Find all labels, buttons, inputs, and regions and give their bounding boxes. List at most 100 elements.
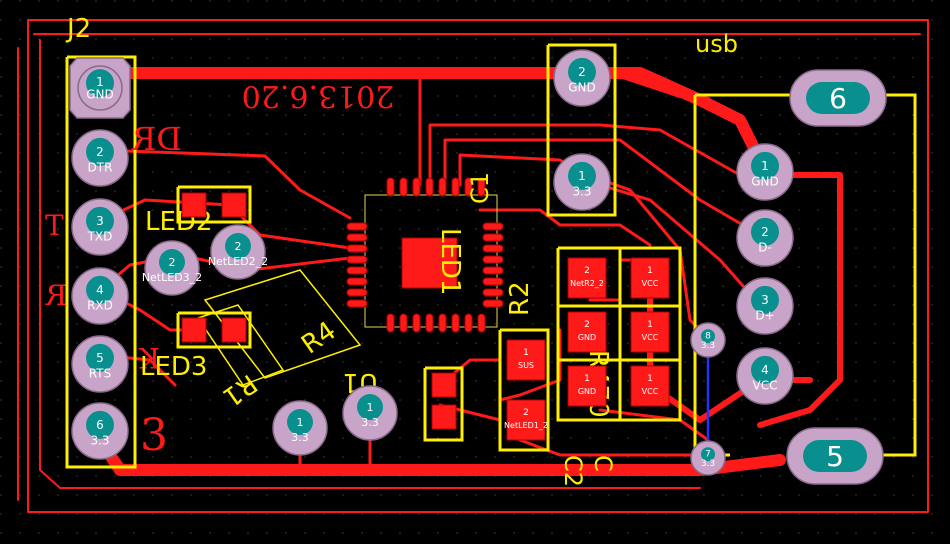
mcu-pin-top [477,177,486,197]
r-label: R [45,279,67,312]
smd-pad-4-net: SUS [518,361,534,370]
via-7: 73.3 [690,440,726,476]
mcu-pin-left [346,233,368,242]
smd-pad-1-num: 1 [647,266,653,276]
mcu-pin-right [482,255,504,264]
mcu-pin-right [482,266,504,275]
mcu-pin-top [412,177,421,197]
smd-pad-6-num: 1 [647,374,653,384]
top-header-pin-2-net: GND [568,80,596,94]
mcu-pin-right [482,244,504,253]
date-label: 2013.6.20 [242,78,395,113]
j2-pin-3-num: 3 [96,214,104,228]
round-pad-2: 13.3 [272,400,328,456]
round-pad-3: 13.3 [342,385,398,441]
dr-label: DR [131,120,182,158]
mcu-pin-left [346,244,368,253]
c1-label: C1 [466,172,494,204]
mcu-pin-bottom [438,313,447,333]
usb-pin-3: 3D+ [736,277,794,335]
mcu-pin-left [346,222,368,231]
mcu-pin-right [482,233,504,242]
j2-pin-6-num: 6 [96,418,104,432]
three-label: 3 [140,410,168,461]
smd-pad-3-num: 1 [647,320,653,330]
usb-pin-2-net: D- [758,240,772,254]
j2-pin-6-net: 3.3 [90,433,109,447]
j2-pin-3-net: TXD [87,229,113,243]
mcu-pin-right [482,222,504,231]
usb-pin-1-net: GND [751,174,779,188]
round-pad-2-num: 1 [297,416,304,429]
k-label: K [138,341,160,374]
j2-label: J2 [65,14,91,44]
top-header-pin-1: 13.3 [553,153,611,211]
via-8-net: 3.3 [701,341,715,351]
mcu-pin-bottom [412,313,421,333]
smd-pad-1-net: VCC [642,279,659,288]
usb-pin-1-num: 1 [761,159,769,173]
smd-pad-2-net: GND [578,333,596,342]
usb-pin-3-net: D+ [755,308,774,322]
top-header-pin-1-net: 3.3 [572,184,591,198]
j2-pin-6: 63.3 [71,402,129,460]
mcu-pin-right [482,288,504,297]
usb-pin-4-num: 4 [761,363,769,377]
usb-shield-6: 6 [789,69,887,127]
mcu-pin-bottom [464,313,473,333]
mcu-pin-right [482,277,504,286]
led-pad-5 [431,404,457,430]
smd-pad-5-net: GND [578,387,596,396]
mcu-pin-bottom [386,313,395,333]
led-pad-1 [221,192,247,218]
top-header-pin-2-num: 2 [578,65,586,79]
led1-label: LED1 [435,228,465,295]
mcu-pin-right [482,299,504,308]
mcu-pin-bottom [399,313,408,333]
j2-pin-4-num: 4 [96,283,104,297]
j2-pin-5-num: 5 [96,351,104,365]
smd-pad-7-num: 2 [523,408,529,418]
smd-pad-7-net: NetLED1_2 [504,421,548,430]
j2-pin-2-num: 2 [96,145,104,159]
mcu-chip [346,177,504,333]
round-pad-3-net: 3.3 [361,416,379,429]
usb-shield-5-num: 5 [826,440,844,473]
smd-pad-6-net: VCC [642,387,659,396]
led-pad-3 [221,317,247,343]
usb-label: usb [695,30,738,58]
mcu-pin-left [346,299,368,308]
r2-label: R2 [505,281,535,316]
via-7-net: 3.3 [701,459,715,469]
via-8: 83.3 [690,322,726,358]
mcu-pin-top [425,177,434,197]
c2-label: C2 [559,455,587,487]
usb-pin-3-num: 3 [761,293,769,307]
mcu-pin-top [464,177,473,197]
mcu-pin-top [451,177,460,197]
j2-pin-1-num: 1 [96,75,104,89]
mcu-pin-bottom [425,313,434,333]
led-pad-2 [181,317,207,343]
j2-pin-4-net: RXD [87,298,113,312]
j2-pin-1-net: GND [86,88,114,102]
mcu-pin-left [346,266,368,275]
round-pad-3-num: 1 [367,401,374,414]
usb-pin-4-net: VCC [753,378,778,392]
usb-pin-2: 2D- [736,209,794,267]
round-pad-0-num: 2 [169,256,176,269]
